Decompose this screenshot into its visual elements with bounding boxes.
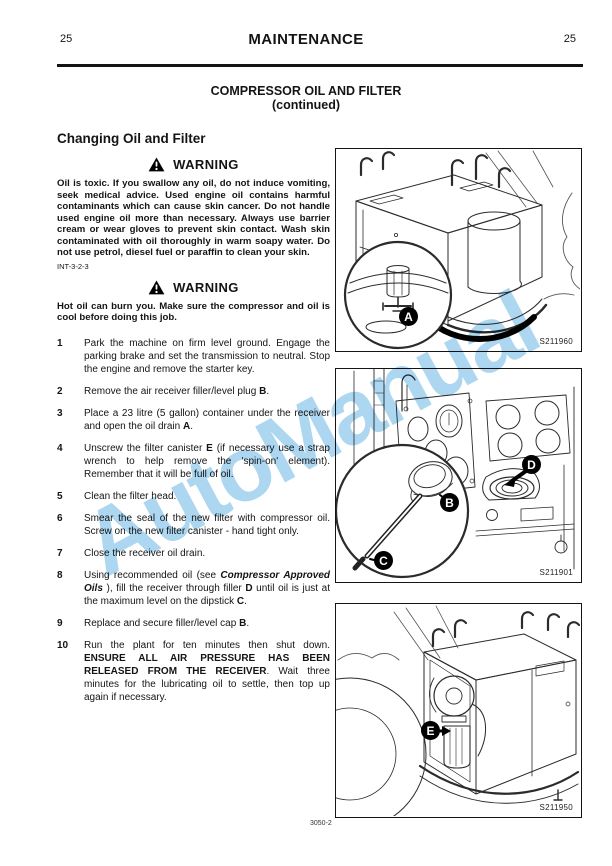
warning-triangle-icon	[148, 280, 165, 294]
step-text: Remove the air receiver filler/level plu…	[84, 385, 270, 397]
step-5: 5 Clean the filter head.	[57, 490, 330, 503]
page-number-left: 25	[60, 33, 73, 45]
filter-canister-illustration	[336, 605, 580, 816]
step-text: Clean the filter head.	[84, 490, 177, 502]
figure-label-B: B	[440, 493, 459, 512]
figure-oil-drain: A S211960	[335, 148, 582, 352]
step-number: 7	[57, 547, 63, 559]
step-10: 10 Run the plant for ten minutes then sh…	[57, 639, 330, 704]
step-9: 9 Replace and secure filler/level cap B.	[57, 617, 330, 630]
step-text: Replace and secure filler/level cap B.	[84, 617, 250, 629]
step-number: 9	[57, 617, 63, 629]
figure-label-A: A	[399, 307, 418, 326]
step-1: 1 Park the machine on firm level ground.…	[57, 337, 330, 376]
text-column: Changing Oil and Filter WARNING Oil is t…	[57, 131, 330, 713]
step-text: Close the receiver oil drain.	[84, 547, 206, 559]
warning-1-text: Oil is toxic. If you swallow any oil, do…	[57, 178, 330, 258]
warning-1-code: INT-3-2-3	[57, 261, 89, 271]
step-text: Park the machine on firm level ground. E…	[84, 337, 330, 375]
figure-dipstick-filler: B C D S211901	[335, 368, 582, 583]
step-number: 3	[57, 407, 63, 419]
figure-filter-canister: E S211950	[335, 603, 582, 818]
section-title-line1: COMPRESSOR OIL AND FILTER	[210, 84, 402, 98]
step-number: 5	[57, 490, 63, 502]
step-text: Place a 23 litre (5 gallon) container un…	[84, 407, 330, 432]
step-number: 10	[57, 639, 69, 651]
step-text: Run the plant for ten minutes then shut …	[84, 639, 330, 703]
warning-1-label: WARNING	[173, 157, 239, 172]
warning-triangle-icon	[148, 157, 165, 172]
dipstick-filler-illustration	[336, 369, 575, 579]
step-2: 2 Remove the air receiver filler/level p…	[57, 385, 330, 398]
figure-label-D: D	[522, 455, 541, 474]
warning-2-label: WARNING	[173, 279, 239, 295]
figure-caption: S211901	[539, 568, 573, 577]
page-number-right: 25	[563, 33, 576, 45]
figure-label-C: C	[374, 551, 393, 570]
oil-drain-illustration	[343, 150, 580, 350]
step-8: 8 Using recommended oil (see Compressor …	[57, 569, 330, 608]
step-number: 4	[57, 442, 63, 454]
step-7: 7 Close the receiver oil drain.	[57, 547, 330, 560]
step-number: 6	[57, 512, 63, 524]
header-rule	[57, 64, 583, 67]
warning-2-text: Hot oil can burn you. Make sure the comp…	[57, 300, 330, 324]
section-title-line2: (continued)	[271, 98, 341, 112]
step-number: 8	[57, 569, 63, 581]
step-3: 3 Place a 23 litre (5 gallon) container …	[57, 407, 330, 433]
section-title: COMPRESSOR OIL AND FILTER (continued)	[0, 84, 612, 112]
step-number: 1	[57, 337, 63, 349]
subsection-heading: Changing Oil and Filter	[57, 131, 206, 146]
footer-form-code: 3050-2	[310, 820, 332, 827]
step-text: Using recommended oil (see Compressor Ap…	[84, 569, 330, 607]
step-text: Smear the seal of the new filter with co…	[84, 512, 330, 537]
warning-2-heading: WARNING	[57, 280, 330, 295]
warning-1-heading: WARNING	[57, 157, 330, 172]
figure-caption: S211960	[539, 337, 573, 346]
step-6: 6 Smear the seal of the new filter with …	[57, 512, 330, 538]
figure-caption: S211950	[539, 803, 573, 812]
step-4: 4 Unscrew the filter canister E (if nece…	[57, 442, 330, 481]
step-text: Unscrew the filter canister E (if necess…	[84, 442, 330, 480]
step-number: 2	[57, 385, 63, 397]
page-title: MAINTENANCE	[248, 31, 364, 48]
figure-label-E: E	[421, 721, 440, 740]
